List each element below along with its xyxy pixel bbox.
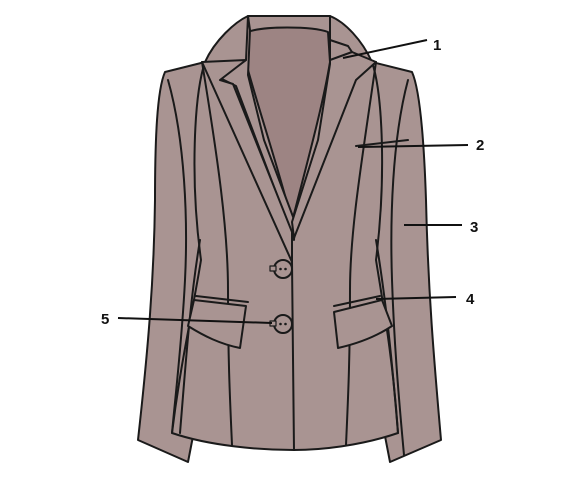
callout-2: 2 [476,137,484,154]
button-lower [274,315,292,333]
callout-5: 5 [101,311,109,328]
callout-3: 3 [470,219,478,236]
callout-1: 1 [433,37,441,54]
callout-4: 4 [466,291,475,308]
button-upper [274,260,292,278]
buttonhole-upper [270,266,276,271]
